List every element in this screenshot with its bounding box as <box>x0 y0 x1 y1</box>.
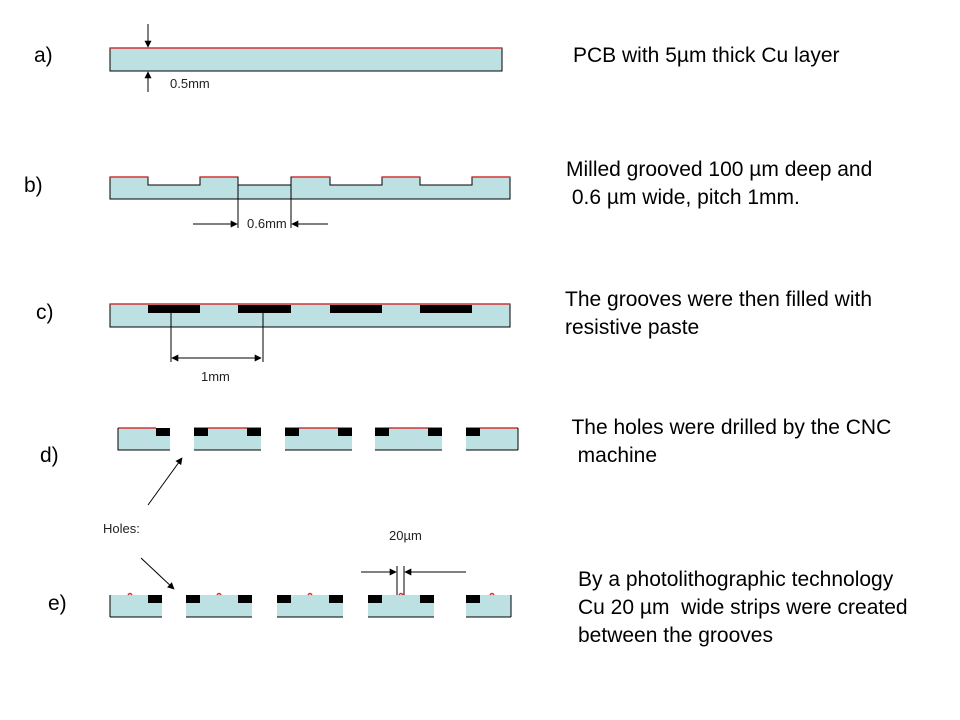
description-b-line: Milled grooved 100 µm deep and <box>566 158 873 181</box>
holes-label: Holes: <box>103 521 140 536</box>
description-d-line: The holes were drilled by the CNC <box>566 416 892 439</box>
description-a: PCB with 5µm thick Cu layer <box>573 42 840 70</box>
description-d-line: machine <box>566 444 658 467</box>
pcb-drilled-board <box>117 427 519 451</box>
description-c-line: The grooves were then filled with <box>565 288 872 311</box>
thickness-label: 0.5mm <box>170 76 210 91</box>
pcb-filled-board <box>109 303 511 328</box>
description-e: By a photolithographic technology Cu 20 … <box>578 566 908 650</box>
description-a-line: PCB with 5µm thick Cu layer <box>573 44 840 67</box>
holes-pointer-d <box>147 457 183 506</box>
description-c-line: resistive paste <box>565 316 700 339</box>
step-label-d: d) <box>40 444 59 467</box>
pitch-marker <box>170 313 264 362</box>
pcb-plain-board <box>109 47 503 72</box>
pcb-strips-board <box>109 592 512 618</box>
pcb-grooved-board <box>109 176 511 200</box>
description-d: The holes were drilled by the CNC machin… <box>566 414 891 470</box>
groove-width-label: 0.6mm <box>247 216 287 231</box>
description-c: The grooves were then filled with resist… <box>565 286 872 342</box>
groove-width-marker <box>193 177 328 228</box>
step-label-a: a) <box>34 44 53 67</box>
strip-width-marker <box>361 566 466 595</box>
description-b: Milled grooved 100 µm deep and 0.6 µm wi… <box>566 156 872 212</box>
description-e-line: By a photolithographic technology <box>578 568 894 591</box>
strip-width-label: 20µm <box>389 528 422 543</box>
step-label-c: c) <box>36 301 54 324</box>
description-e-line: Cu 20 µm wide strips were created <box>578 596 908 619</box>
description-b-line: 0.6 µm wide, pitch 1mm. <box>566 186 800 209</box>
step-label-b: b) <box>24 174 43 197</box>
step-label-e: e) <box>48 592 67 615</box>
description-e-line: between the grooves <box>578 624 773 647</box>
pitch-label: 1mm <box>201 369 230 384</box>
holes-pointer-e <box>140 557 175 590</box>
